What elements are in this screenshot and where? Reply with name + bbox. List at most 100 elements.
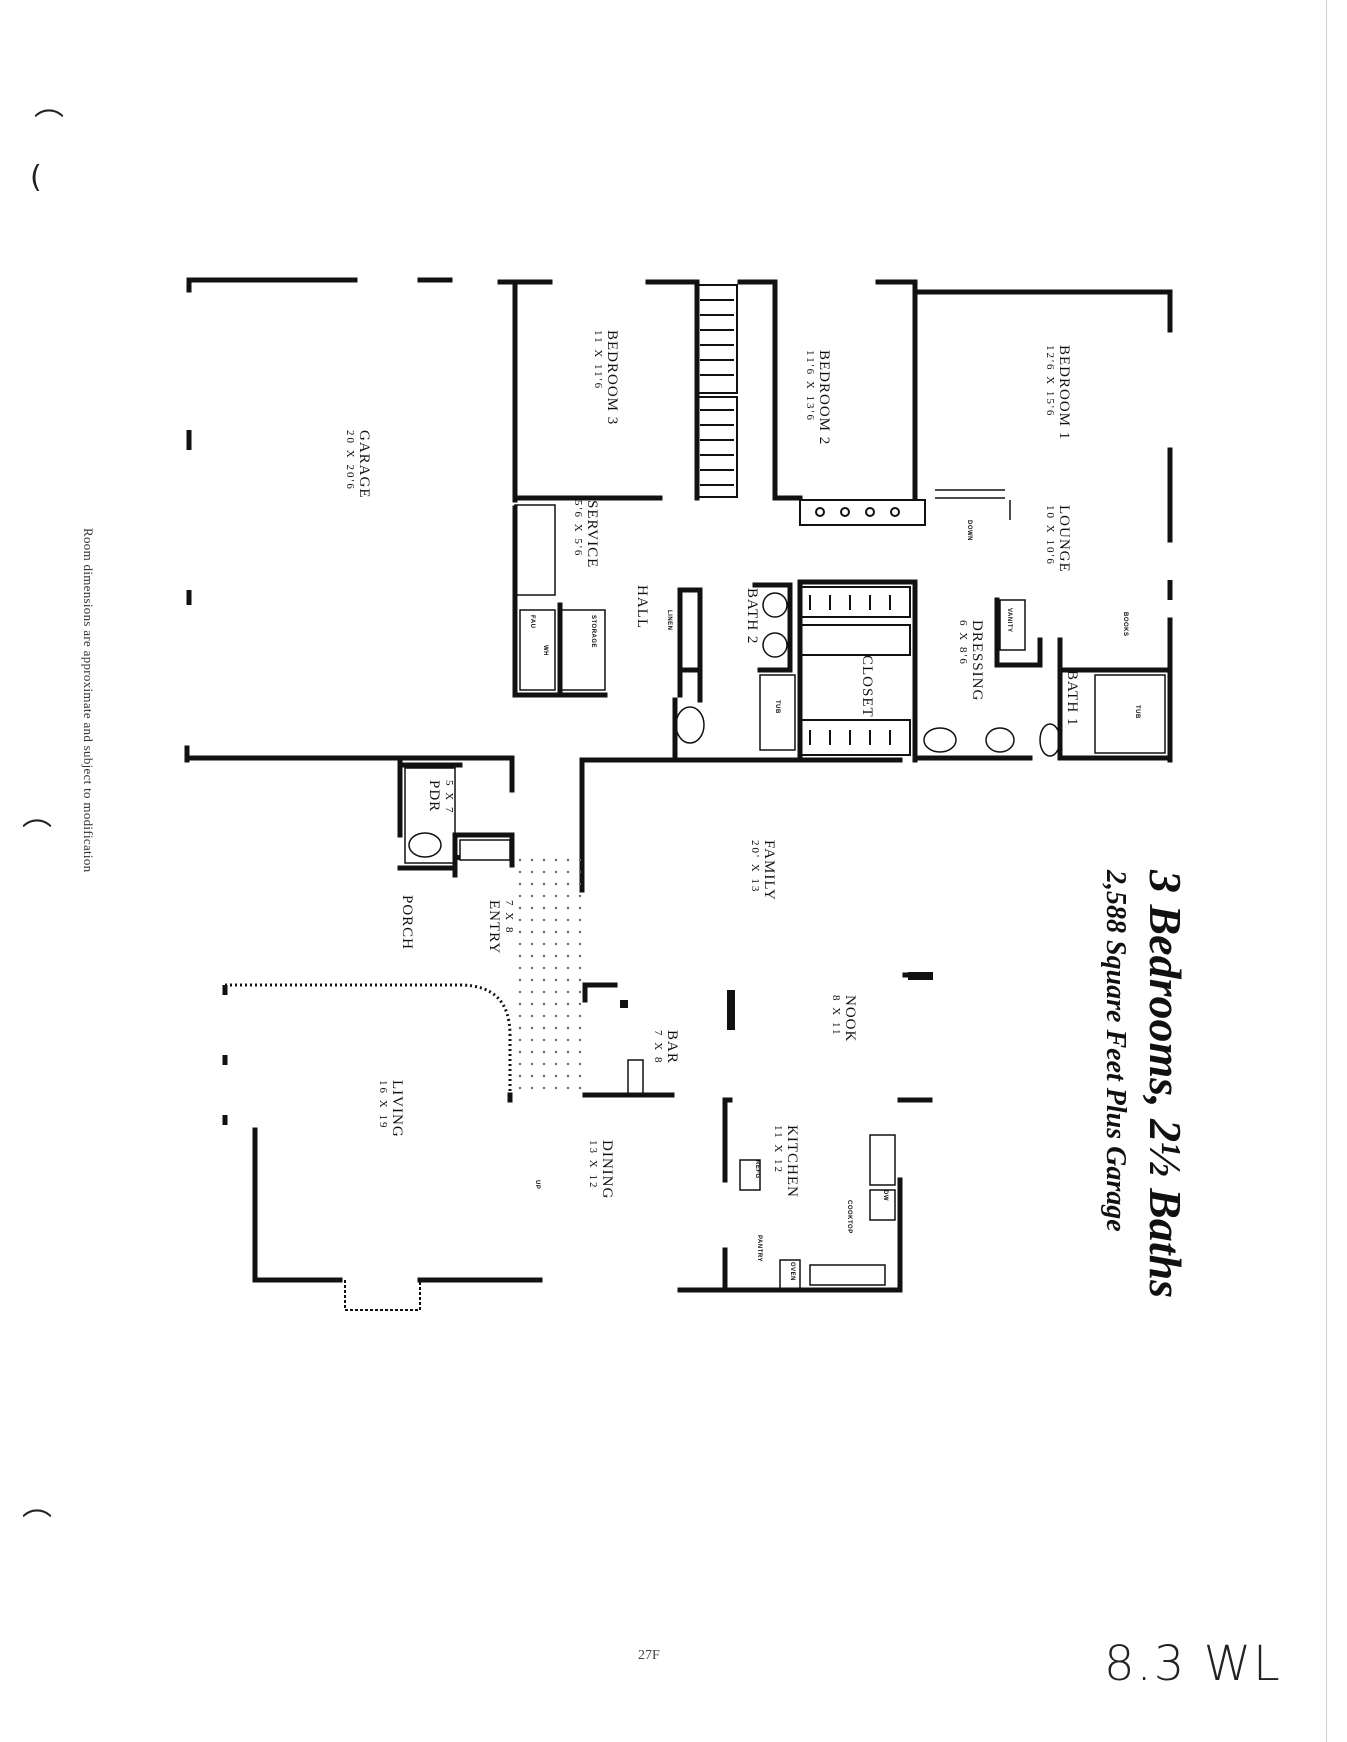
tile-dot: [542, 858, 546, 862]
tile-dot: [542, 1086, 546, 1090]
tile-dot: [578, 1062, 582, 1066]
tile-dot: [554, 1086, 558, 1090]
closet-bedroom3: [696, 284, 738, 498]
dimension-disclaimer: Room dimensions are approximate and subj…: [81, 528, 96, 873]
structure-posts: [455, 855, 933, 1030]
tile-dot: [530, 1014, 534, 1018]
tile-dot: [518, 894, 522, 898]
tile-dot: [554, 1038, 558, 1042]
tile-dot: [518, 1002, 522, 1006]
room-dimensions: 8 X 11: [830, 995, 842, 1037]
room-closet: CLOSET: [859, 655, 875, 718]
storage-label: STORAGE: [590, 615, 596, 649]
tile-dot: [554, 954, 558, 958]
room-label: PORCH: [399, 895, 415, 951]
tile-dot: [554, 990, 558, 994]
tile-dot: [542, 894, 546, 898]
room-garage: GARAGE 20 X 20'6: [343, 430, 372, 499]
room-label: BEDROOM 3: [604, 330, 620, 426]
tile-dot: [530, 870, 534, 874]
cooktop-label: COOKTOP: [846, 1200, 852, 1234]
tile-dot: [566, 966, 570, 970]
room-label: BATH 1: [1064, 670, 1080, 727]
lounge-railing: [935, 489, 1011, 520]
tile-dot: [530, 858, 534, 862]
room-porch: PORCH: [399, 895, 415, 950]
tile-dot: [554, 918, 558, 922]
tile-dot: [542, 1038, 546, 1042]
room-entry: 7 X 8 ENTRY: [486, 900, 515, 954]
tile-dot: [554, 966, 558, 970]
up-label: UP: [534, 1180, 540, 1190]
exterior-walls: [184, 277, 1173, 1293]
tile-dot: [518, 1074, 522, 1078]
tile-dot: [566, 954, 570, 958]
tile-dot: [554, 882, 558, 886]
tile-dot: [554, 1026, 558, 1030]
tile-dot: [554, 894, 558, 898]
tile-dot: [566, 1002, 570, 1006]
tile-dot: [554, 1014, 558, 1018]
tile-dot: [554, 870, 558, 874]
tile-dot: [518, 1026, 522, 1030]
tile-dot: [518, 966, 522, 970]
room-dimensions: 6 X 8'6: [957, 620, 969, 666]
dw-label: DW: [882, 1190, 888, 1201]
tile-dot: [554, 1062, 558, 1066]
room-living: LIVING 16 X 19: [376, 1080, 405, 1138]
kitchen-fixtures: [627, 1059, 896, 1291]
room-dressing: DRESSING 6 X 8'6: [956, 620, 985, 701]
tile-dot: [542, 1074, 546, 1078]
room-dimensions: 5'6 X 5'6: [572, 500, 584, 558]
closet-bedroom2: [799, 499, 926, 526]
tile-dot: [530, 930, 534, 934]
tile-dot: [530, 894, 534, 898]
refg-label: REFG: [754, 1160, 760, 1179]
room-label: DRESSING: [969, 620, 985, 702]
tub-label-bath1: TUB: [1134, 705, 1140, 719]
tile-dot: [566, 942, 570, 946]
tile-dot: [554, 1050, 558, 1054]
room-label: PDR: [426, 780, 442, 813]
tile-dot: [578, 954, 582, 958]
tile-dot: [578, 894, 582, 898]
room-dimensions: 20' X 13: [749, 840, 761, 894]
tile-dot: [518, 990, 522, 994]
linen-label: LINEN: [666, 610, 672, 631]
room-dimensions: 7 X 8: [503, 900, 515, 935]
tile-dot: [566, 1038, 570, 1042]
room-dimensions: 11 X 12: [772, 1125, 784, 1175]
tile-dot: [542, 870, 546, 874]
room-label: CLOSET: [859, 655, 875, 718]
tile-dot: [566, 1014, 570, 1018]
tile-dot: [554, 978, 558, 982]
plan-title: 3 Bedrooms, 2½ Baths: [1140, 870, 1191, 1299]
binder-mark: ⌒: [34, 108, 64, 143]
tile-dot: [578, 978, 582, 982]
room-dimensions: 16 X 19: [377, 1080, 389, 1130]
tile-dot: [530, 1074, 534, 1078]
tile-dot: [530, 1086, 534, 1090]
room-dimensions: 5 X 7: [443, 780, 455, 815]
room-dimensions: 11'6 X 13'6: [804, 350, 816, 422]
tile-dot: [554, 1002, 558, 1006]
room-dimensions: 11 X 11'6: [592, 330, 604, 391]
tile-dot: [578, 1038, 582, 1042]
tile-dot: [530, 978, 534, 982]
page-edge-line: [1326, 0, 1327, 1742]
tile-dot: [578, 1026, 582, 1030]
room-bedroom2: BEDROOM 2 11'6 X 13'6: [803, 350, 832, 445]
room-label: BATH 2: [744, 588, 760, 645]
fau-label: FAU: [529, 615, 535, 629]
room-dimensions: 20 X 20'6: [344, 430, 356, 491]
tile-dot: [578, 870, 582, 874]
tub-label-bath2: TUB: [774, 700, 780, 714]
room-label: KITCHEN: [784, 1125, 800, 1198]
room-dining: DINING 13 X 12: [586, 1140, 615, 1199]
tile-dot: [566, 870, 570, 874]
tile-dot: [578, 990, 582, 994]
room-bar: BAR 7 X 8: [651, 1030, 680, 1064]
tile-dot: [554, 906, 558, 910]
window-marks: [186, 430, 1173, 1125]
